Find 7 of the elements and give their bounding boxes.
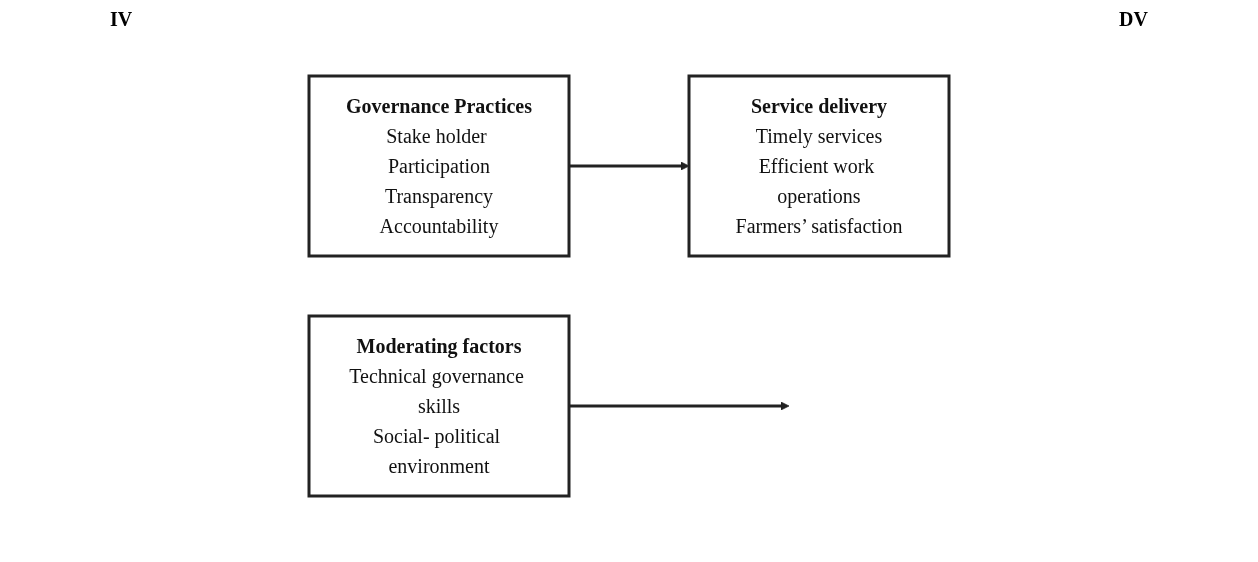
variable-label: DV: [1119, 8, 1148, 31]
node-box: Moderating factors Technical governance skills Social- political environment: [307, 314, 571, 498]
arrow: [569, 161, 690, 171]
arrow: [569, 401, 790, 411]
node-box: Service delivery Timely services Efficient work operations Farmers’ satisfaction: [687, 74, 951, 258]
variable-label: IV: [110, 8, 133, 31]
node-box: Governance Practices Stake holder Participation Transparency Accountability: [307, 74, 571, 258]
